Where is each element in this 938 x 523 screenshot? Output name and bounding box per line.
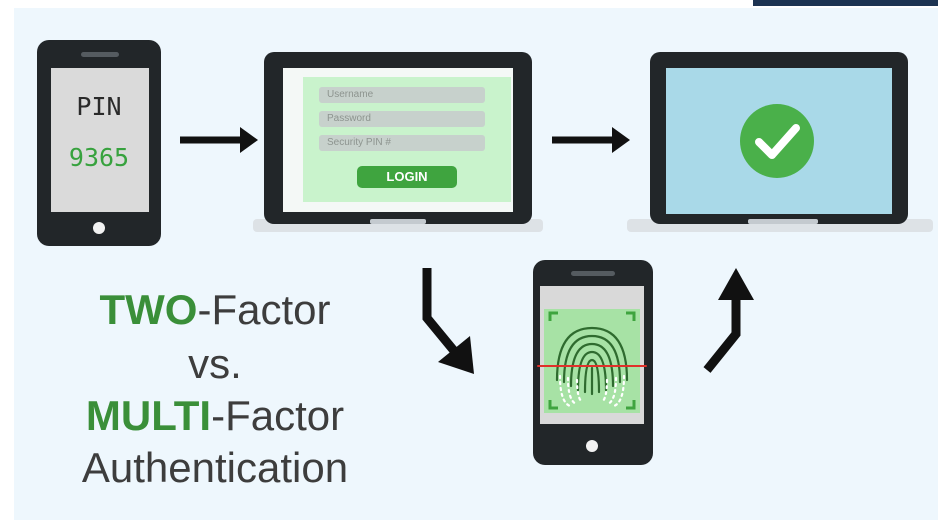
headline-line-3: MULTI-Factor <box>0 392 430 440</box>
arrow-right-icon <box>180 127 258 153</box>
headline-authentication: Authentication <box>81 444 349 491</box>
headline-multi: MULTI <box>85 392 212 439</box>
headline-vs: vs. <box>188 340 242 387</box>
security-pin-field: Security PIN # <box>319 135 485 151</box>
check-icon <box>740 104 814 178</box>
username-field: Username <box>319 87 485 103</box>
login-button: LOGIN <box>357 166 457 188</box>
headline-line-2: vs. <box>0 340 430 388</box>
arrow-right-icon <box>552 127 630 153</box>
fingerprint-icon <box>537 326 647 408</box>
headline-multi-rest: -Factor <box>211 392 345 439</box>
fingerprint-phone <box>533 260 653 465</box>
headline-line-4: Authentication <box>0 444 430 492</box>
corner-bar <box>753 0 938 6</box>
headline-line-1: TWO-Factor <box>0 286 430 334</box>
headline-two: TWO <box>99 286 198 333</box>
pin-phone <box>37 40 161 246</box>
headline-two-rest: -Factor <box>197 286 331 333</box>
arrow-up-right-icon <box>703 268 754 373</box>
arrow-down-right-icon <box>422 268 474 374</box>
pin-code: 9365 <box>68 143 130 172</box>
pin-label: PIN <box>76 92 122 121</box>
password-field: Password <box>319 111 485 127</box>
